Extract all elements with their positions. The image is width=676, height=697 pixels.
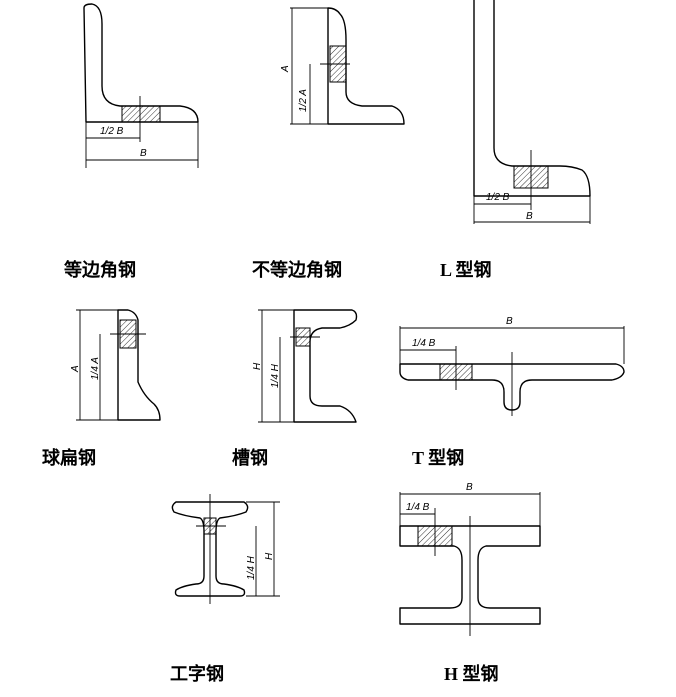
t-steel-quarter-b-label: 1/4 B: [412, 338, 436, 349]
channel-h-label: H: [252, 362, 263, 370]
caption-t-steel: T 型钢: [412, 448, 465, 468]
equal-angle-sample-area: [121, 105, 161, 123]
unequal-angle-half-a-label: 1/2 A: [298, 89, 309, 112]
i-beam-h-label: H: [264, 552, 275, 560]
i-beam-section: 1/4 H H: [171, 494, 280, 604]
bulb-flat-section: A 1/4 A: [70, 309, 161, 421]
equal-angle-b-label: B: [140, 148, 147, 159]
h-steel-quarter-b-label: 1/4 B: [406, 502, 430, 513]
caption-h-steel: H 型钢: [444, 664, 499, 684]
unequal-angle-section: A 1/2 A: [280, 7, 405, 125]
l-steel-section: 1/2 B B: [473, 0, 591, 224]
i-beam-quarter-h-label: 1/4 H: [246, 555, 257, 580]
caption-channel: 槽钢: [232, 448, 268, 468]
bulb-flat-a-label: A: [70, 365, 81, 373]
l-steel-b-label: B: [526, 211, 533, 222]
caption-bulb-flat: 球扁钢: [42, 448, 96, 468]
channel-quarter-h-label: 1/4 H: [270, 363, 281, 388]
h-steel-section: B 1/4 B: [399, 482, 541, 636]
t-steel-b-label: B: [506, 316, 513, 327]
caption-i-beam: 工字钢: [170, 664, 224, 684]
caption-equal-angle: 等边角钢: [64, 260, 136, 280]
equal-angle-half-b-label: 1/2 B: [100, 126, 124, 137]
h-steel-b-label: B: [466, 482, 473, 493]
caption-unequal-angle: 不等边角钢: [252, 260, 342, 280]
unequal-angle-a-label: A: [280, 65, 291, 73]
l-steel-half-b-label: 1/2 B: [486, 192, 510, 203]
t-steel-section: B 1/4 B: [399, 316, 625, 416]
equal-angle-section: 1/2 B B: [83, 3, 199, 168]
channel-section: H 1/4 H: [252, 309, 358, 423]
bulb-flat-quarter-a-label: 1/4 A: [90, 357, 101, 380]
caption-l-steel: L 型钢: [440, 260, 492, 280]
